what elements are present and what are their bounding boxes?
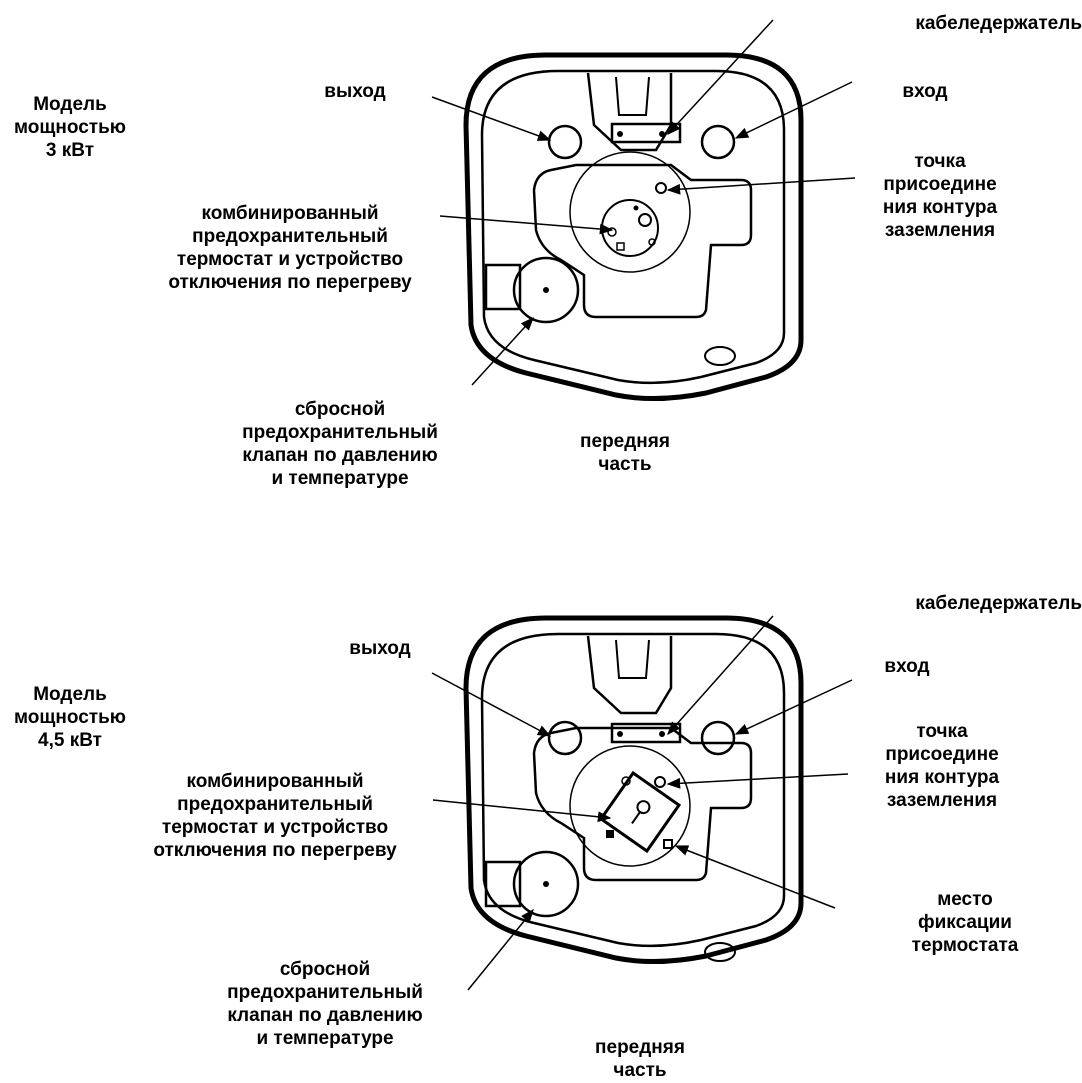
- ground-point-label: точка присоедине ния контура заземления: [884, 721, 1000, 811]
- relief-valve-icon: [512, 850, 580, 918]
- heater-top-view-3kw: [431, 19, 856, 399]
- ground-point-icon: [655, 182, 667, 194]
- inlet-label: вход: [902, 81, 948, 102]
- ground-point-label: точка присоедине ния контура заземления: [882, 151, 998, 241]
- outlet-port-icon: [547, 720, 583, 756]
- ground-point-icon: [654, 776, 666, 788]
- front-label: передняя часть: [580, 431, 670, 475]
- heater-top-view-4-5kw: [431, 616, 853, 991]
- inlet-port-icon: [700, 720, 736, 756]
- thermostat-icon: [598, 770, 682, 854]
- cable-holder-label: кабеледержатель: [915, 13, 1082, 34]
- thermostat-mount-label: место фиксации термостата: [911, 889, 1019, 956]
- outlet-label: выход: [349, 638, 411, 659]
- outlet-port-icon: [547, 124, 583, 160]
- inlet-port-icon: [700, 124, 736, 160]
- relief-valve-label: сбросной предохранительный клапан по дав…: [227, 959, 423, 1049]
- model-label-4-5kw: Модель мощностью 4,5 кВт: [13, 684, 127, 751]
- cable-holder-label: кабеледержатель: [915, 593, 1082, 614]
- relief-valve-icon: [512, 256, 580, 324]
- thermostat-mount-icon: [663, 839, 673, 849]
- thermostat-label: комбинированный предохранительный термос…: [153, 771, 397, 861]
- front-label: передняя часть: [595, 1037, 685, 1081]
- inlet-label: вход: [884, 656, 930, 677]
- thermostat-label: комбинированный предохранительный термос…: [168, 203, 412, 293]
- outlet-label: выход: [324, 81, 386, 102]
- relief-valve-label: сбросной предохранительный клапан по дав…: [242, 399, 438, 489]
- model-label-3kw: Модель мощностью 3 кВт: [13, 94, 127, 161]
